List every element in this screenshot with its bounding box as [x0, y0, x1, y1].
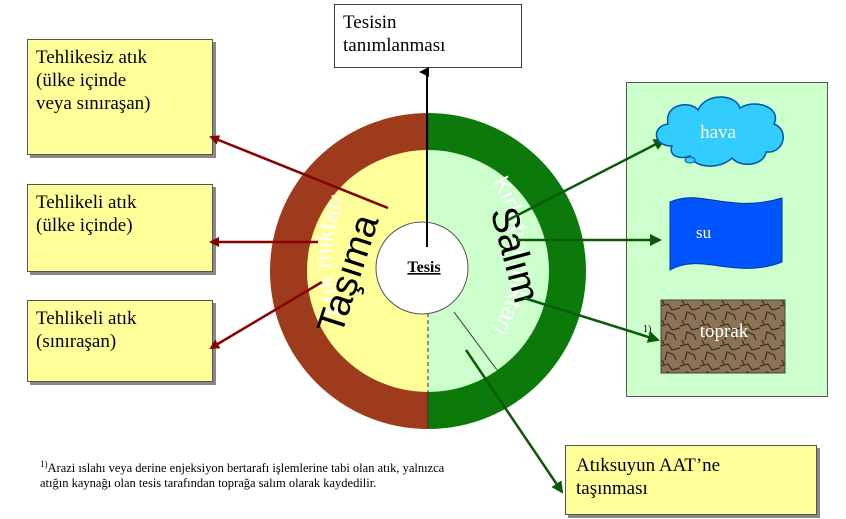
facility-identification-line2: tanımlanması — [343, 35, 446, 56]
hazardous-transboundary-line2: (sınıraşan) — [36, 331, 117, 352]
non-hazardous-waste-box: Tehlikesiz atık (ülke içinde veya sınıra… — [27, 39, 213, 155]
footnote: 1)Arazi ıslahı veya derine enjeksiyon be… — [40, 457, 470, 491]
wastewater-line2: taşınması — [576, 478, 648, 499]
arrow-to-wastewater — [464, 349, 564, 494]
arrow-hazardous-transboundary — [209, 280, 323, 350]
non-hazardous-line1: Tehlikesiz atık — [36, 47, 148, 68]
wastewater-transfer-box: Atıksuyun AAT’ne taşınması — [565, 445, 817, 515]
hazardous-transboundary-line1: Tehlikeli atık — [36, 308, 137, 329]
arrow-to-soil — [523, 296, 660, 343]
hazardous-domestic-line1: Tehlikeli atık — [36, 192, 137, 213]
inner-left-half — [307, 150, 428, 392]
non-hazardous-line3: veya sınıraşan) — [36, 93, 151, 114]
hazardous-domestic-line2: (ülke içinde) — [36, 215, 133, 236]
facility-circle — [375, 221, 469, 315]
facility-identification-box: Tesisin tanımlanması — [334, 4, 522, 68]
arrow-non-hazardous — [209, 135, 389, 210]
facility-identification-line1: Tesisin — [343, 12, 397, 33]
air-label: hava — [700, 122, 736, 143]
footnote-text: Arazi ıslahı veya derine enjeksiyon bert… — [40, 461, 445, 491]
soil-note-marker: 1) — [643, 324, 651, 335]
water-flag-icon — [669, 197, 783, 271]
footnote-marker: 1) — [40, 459, 48, 469]
facility-label: Tesis — [407, 259, 440, 276]
water-label: su — [696, 223, 712, 242]
soil-image — [660, 299, 786, 374]
inner-right-half — [428, 150, 549, 392]
hazardous-transboundary-box: Tehlikeli atık (sınıraşan) — [27, 300, 213, 382]
hazardous-domestic-box: Tehlikeli atık (ülke içinde) — [27, 184, 213, 272]
non-hazardous-line2: (ülke içinde — [36, 70, 127, 91]
arrow-to-air — [507, 138, 666, 222]
wastewater-line1: Atıksuyun AAT’ne — [576, 455, 721, 476]
soil-label: toprak — [700, 321, 749, 342]
air-cloud-icon — [655, 96, 784, 167]
